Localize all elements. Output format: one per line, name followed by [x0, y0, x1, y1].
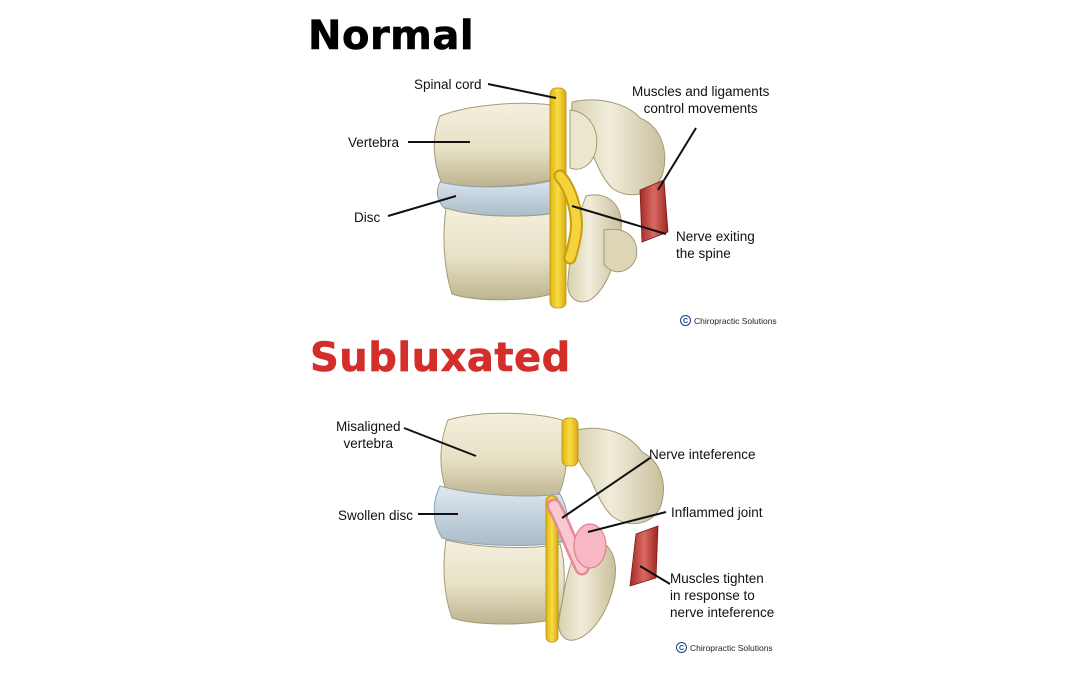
label-disc: Disc: [354, 210, 381, 225]
label-misaligned-vertebra: Misaligned vertebra: [336, 419, 401, 451]
label-nerve-interference: Nerve inteference: [649, 447, 756, 462]
normal-spine-illustration: [387, 83, 697, 309]
label-inflamed-joint: Inflammed joint: [671, 505, 763, 520]
label-muscles-tighten: Muscles tighten in response to nerve int…: [670, 571, 775, 620]
label-vertebra: Vertebra: [348, 135, 400, 150]
credit-text: Chiropractic Solutions: [690, 642, 773, 653]
credit-text: Chiropractic Solutions: [694, 315, 777, 326]
credit-normal: C Chiropractic Solutions: [680, 315, 777, 326]
copyright-icon: C: [680, 315, 691, 326]
subluxated-heading: Subluxated: [310, 335, 571, 381]
label-muscles-ligaments: Muscles and ligaments control movements: [632, 84, 770, 116]
credit-subluxated: C Chiropractic Solutions: [676, 642, 773, 653]
label-spinal-cord: Spinal cord: [414, 77, 482, 92]
normal-heading: Normal: [308, 13, 475, 59]
subluxated-spine-illustration: [403, 412, 671, 643]
label-swollen-disc: Swollen disc: [338, 508, 414, 523]
copyright-icon: C: [676, 642, 687, 653]
label-nerve-exiting: Nerve exiting the spine: [676, 229, 755, 261]
